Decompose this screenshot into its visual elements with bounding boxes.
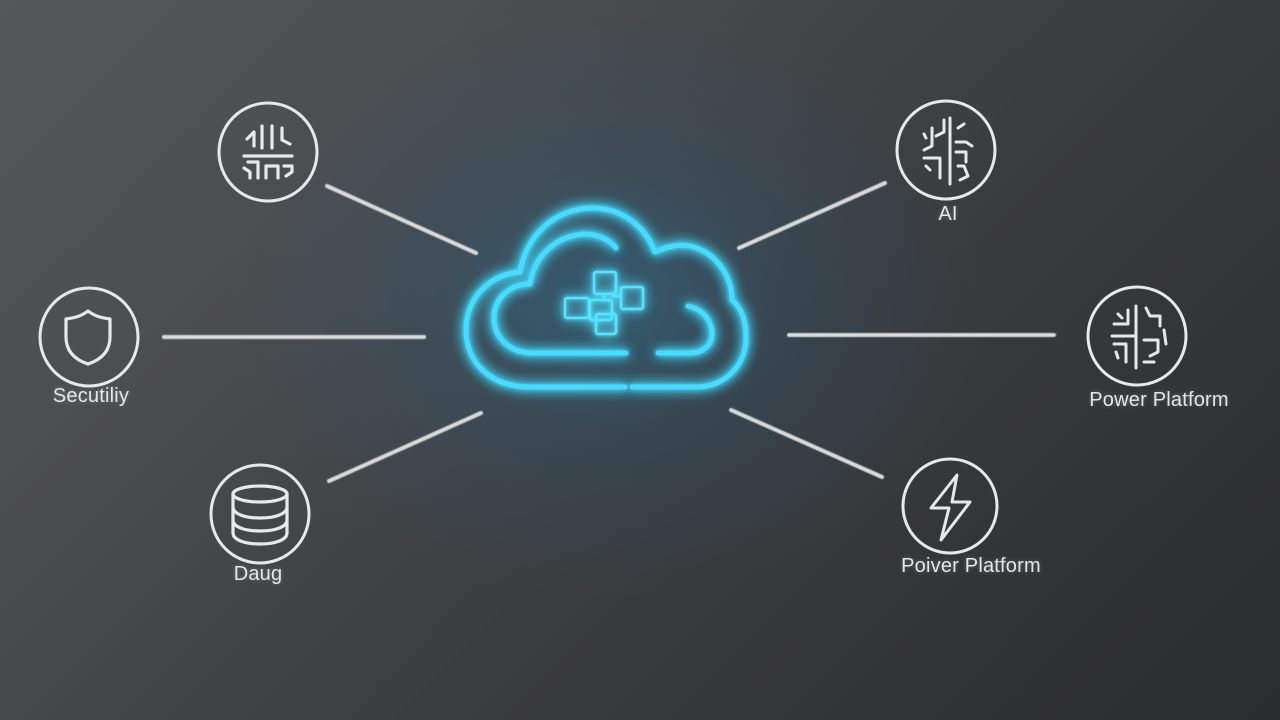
- cloud-inner-outline: [491, 231, 629, 356]
- shield-icon: [64, 309, 112, 366]
- node-label-data: Daug: [233, 563, 283, 585]
- node-label-power-platform: Power Platform: [1089, 389, 1229, 411]
- connected-blocks-icon: [563, 270, 645, 336]
- database-icon: [231, 484, 289, 546]
- lightning-bolt-icon: [929, 473, 972, 542]
- node-circuit-top-left[interactable]: [217, 101, 319, 203]
- connector-line-power-platform-bolt: [729, 408, 884, 479]
- circuit-brain-icon: [1110, 304, 1168, 370]
- node-ai[interactable]: [895, 99, 997, 201]
- cloud-inner-right-arc: [655, 303, 715, 356]
- node-label-power-platform-bolt: Poiver Platform: [901, 555, 1041, 577]
- node-data[interactable]: [209, 463, 311, 565]
- node-label-ai: AI: [938, 203, 958, 225]
- connector-line-top-left: [325, 184, 478, 255]
- cloud-icon: [463, 205, 749, 390]
- node-power-platform-circuit[interactable]: [1086, 285, 1188, 387]
- connector-line-data: [327, 411, 483, 483]
- node-label-security: Secutiliy: [52, 385, 130, 407]
- cloud-hub[interactable]: [463, 205, 749, 390]
- connector-line-ai: [737, 181, 887, 250]
- node-security[interactable]: [38, 286, 140, 388]
- circuit-chip-icon: [242, 124, 294, 180]
- node-power-platform-bolt[interactable]: [901, 457, 999, 555]
- circuit-brain-icon: [922, 116, 974, 186]
